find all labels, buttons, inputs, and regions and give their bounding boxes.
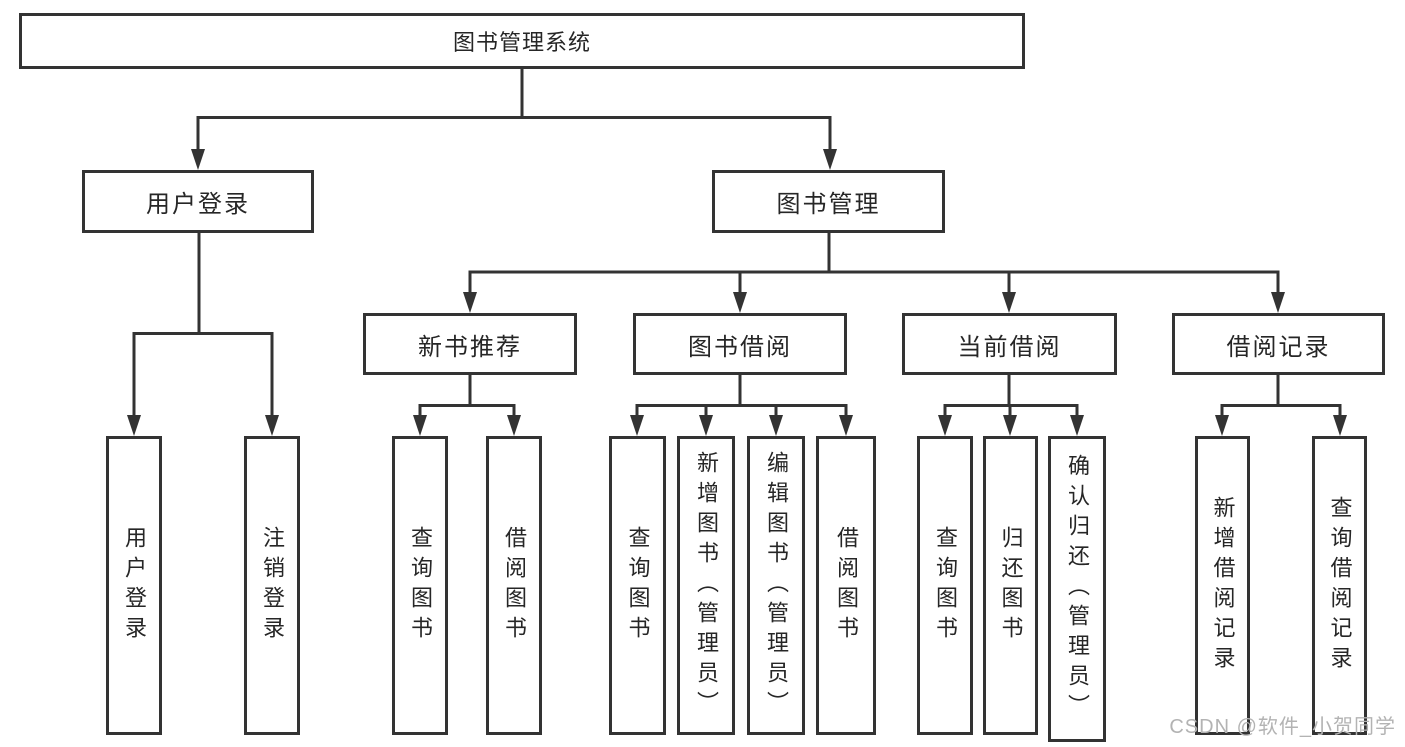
node-current-borrowing: 当前借阅 [902,313,1117,375]
node-book-management: 图书管理 [712,170,945,233]
leaf-logout: 注销登录 [244,436,300,735]
leaf-query-books-current: 查询图书 [917,436,973,735]
leaf-label: 确认归还（管理员） [1065,454,1090,724]
leaf-label: 查询图书 [408,525,433,646]
leaf-label: 注销登录 [260,525,285,646]
leaf-label: 归还图书 [998,525,1024,646]
leaf-label: 新增借阅记录 [1210,495,1236,676]
node-label: 新书推荐 [418,333,522,361]
leaf-label: 新增图书（管理员） [694,450,719,721]
leaf-label: 用户登录 [122,525,147,646]
leaf-borrow-books: 借阅图书 [816,436,876,735]
node-library-management-system: 图书管理系统 [19,13,1025,69]
node-label: 图书管理系统 [452,30,591,55]
node-label: 用户登录 [146,191,250,218]
node-label: 图书借阅 [688,333,792,361]
node-label: 图书管理 [776,191,881,218]
leaf-user-login: 用户登录 [106,436,162,735]
leaf-borrow-books-recommend: 借阅图书 [486,436,542,735]
node-book-borrowing: 图书借阅 [633,313,847,375]
node-label: 借阅记录 [1226,333,1331,361]
leaf-query-books-recommend: 查询图书 [392,436,448,735]
leaf-label: 借阅图书 [502,525,527,646]
leaf-query-borrow-record: 查询借阅记录 [1312,436,1367,735]
leaf-label: 查询图书 [625,525,651,646]
node-new-book-recommendation: 新书推荐 [363,313,577,375]
node-borrowing-records: 借阅记录 [1172,313,1385,375]
node-label: 当前借阅 [957,333,1062,361]
leaf-label: 查询图书 [933,525,958,646]
leaf-edit-books-admin: 编辑图书（管理员） [747,436,805,735]
node-user-login-group: 用户登录 [82,170,314,233]
leaf-return-books: 归还图书 [983,436,1038,735]
leaf-confirm-return-admin: 确认归还（管理员） [1048,436,1106,742]
leaf-add-borrow-record: 新增借阅记录 [1195,436,1250,735]
leaf-label: 查询借阅记录 [1327,495,1353,676]
leaf-query-books-borrow: 查询图书 [609,436,666,735]
csdn-watermark: CSDN @软件_小贺同学 [1169,716,1396,738]
leaf-add-books-admin: 新增图书（管理员） [677,436,735,735]
leaf-label: 编辑图书（管理员） [764,450,789,721]
leaf-label: 借阅图书 [834,525,859,646]
